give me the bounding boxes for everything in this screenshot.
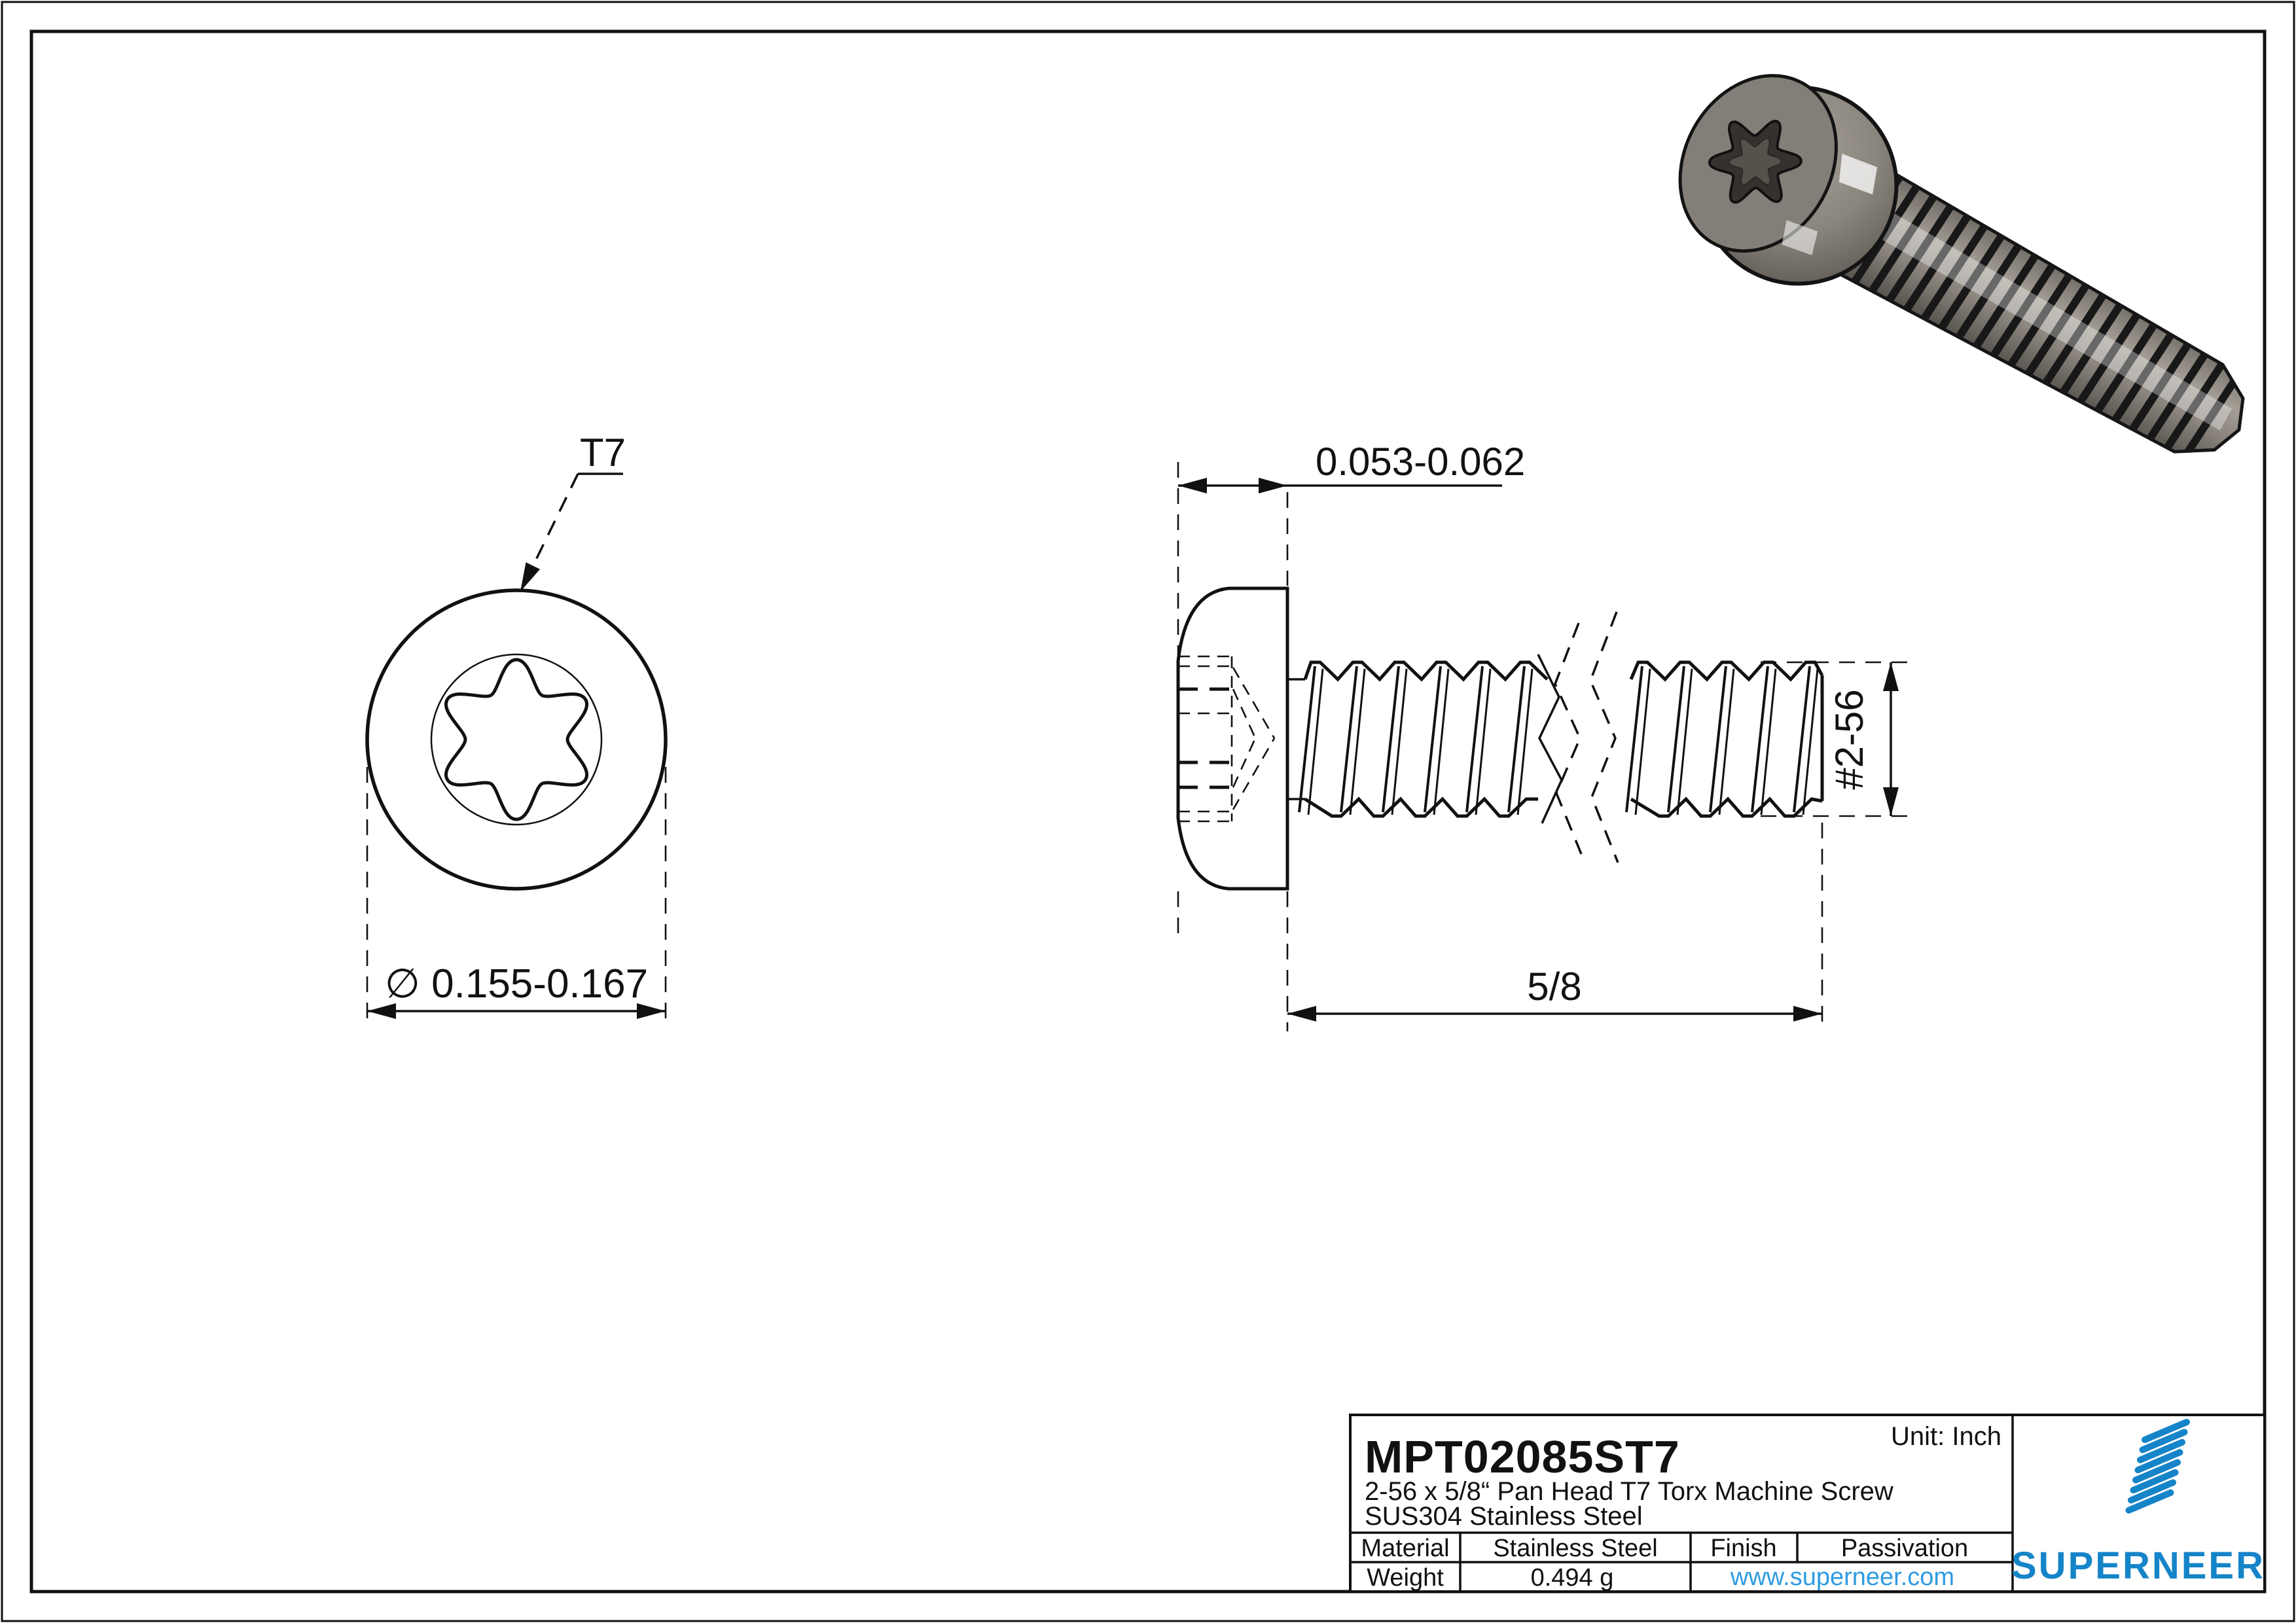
head-height-label: 0.053-0.062 — [1316, 440, 1525, 484]
thread-label: #2-56 — [1827, 689, 1871, 789]
torx-socket-floor — [1728, 137, 1782, 186]
dimension-arrowheads — [367, 478, 1899, 1022]
recess-circle — [430, 653, 603, 826]
description-line2: SUS304 Stainless Steel — [1365, 1502, 1643, 1531]
shaft-highlight — [1846, 194, 2233, 431]
callout-label: T7 — [580, 431, 626, 474]
weight-value: 0.494 g — [1531, 1564, 1614, 1592]
recess-hidden-lines — [1178, 655, 1276, 823]
screw-3d-render — [1678, 74, 2250, 471]
website-link[interactable]: www.superneer.com — [1730, 1563, 1954, 1591]
material-value: Stainless Steel — [1493, 1535, 1657, 1562]
weight-label: Weight — [1367, 1564, 1444, 1592]
head-glint-2 — [1782, 220, 1818, 256]
break-lines — [1537, 611, 1619, 863]
front-view: T7 ∅ 0.155-0.167 — [365, 431, 668, 1026]
description-line1: 2-56 x 5/8“ Pan Head T7 Torx Machine Scr… — [1365, 1477, 1893, 1506]
diameter-label: ∅ 0.155-0.167 — [385, 961, 648, 1007]
finish-label: Finish — [1710, 1535, 1776, 1562]
title-block: MPT02085ST7 Unit: Inch 2-56 x 5/8“ Pan H… — [1349, 1414, 2266, 1593]
length-label: 5/8 — [1527, 965, 1581, 1008]
thread-sections — [1298, 660, 1824, 818]
torx-recess-profile — [444, 658, 589, 821]
side-view: 0.053-0.062 5/8 #2-56 — [367, 440, 1918, 1031]
head-outer-circle — [365, 588, 668, 891]
finish-value: Passivation — [1841, 1535, 1968, 1562]
head-profile — [1176, 586, 1289, 891]
callout-leader — [522, 473, 579, 586]
unit-label: Unit: Inch — [1891, 1422, 2001, 1451]
head-glint — [1839, 153, 1878, 195]
part-number: MPT02085ST7 — [1365, 1431, 1680, 1482]
material-label: Material — [1361, 1535, 1449, 1562]
inner-border — [29, 29, 2267, 1594]
thread-bands — [1830, 169, 2250, 471]
brand-name: SUPERNEER — [2011, 1544, 2265, 1587]
brand-logo-icon — [2125, 1419, 2190, 1514]
